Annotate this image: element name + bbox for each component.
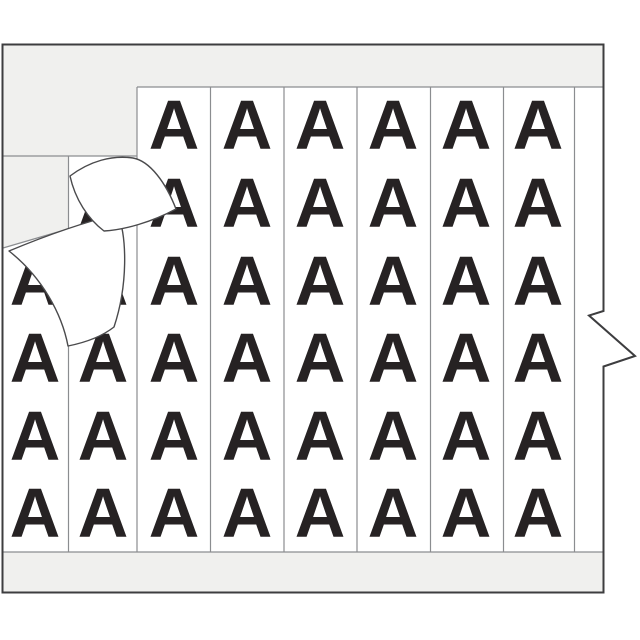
bottom-liner-band — [3, 552, 603, 592]
marker-letter: A — [295, 474, 346, 552]
marker-letter: A — [149, 319, 200, 397]
marker-letter: A — [149, 86, 200, 164]
marker-letter: A — [441, 86, 492, 164]
marker-letter: A — [513, 397, 564, 475]
peeling-label-lower — [8, 213, 126, 347]
marker-letter: A — [78, 474, 129, 552]
marker-letter: A — [149, 397, 200, 475]
marker-letter: A — [295, 242, 346, 320]
marker-letter: A — [295, 397, 346, 475]
marker-letter: A — [441, 397, 492, 475]
marker-letter: A — [368, 86, 419, 164]
marker-letter: A — [368, 397, 419, 475]
marker-letter: A — [222, 242, 273, 320]
marker-letter: A — [222, 164, 273, 242]
marker-letter: A — [10, 397, 61, 475]
marker-letter: A — [10, 319, 61, 397]
marker-letter: A — [513, 164, 564, 242]
marker-letter: A — [222, 397, 273, 475]
marker-letter: A — [78, 397, 129, 475]
marker-letter: A — [441, 319, 492, 397]
marker-letter: A — [368, 164, 419, 242]
marker-letter: A — [222, 474, 273, 552]
marker-letter: A — [441, 242, 492, 320]
marker-letter: A — [149, 474, 200, 552]
marker-letter: A — [513, 319, 564, 397]
marker-letter: A — [222, 319, 273, 397]
marker-letter: A — [368, 242, 419, 320]
marker-letter: A — [149, 242, 200, 320]
marker-letter: A — [513, 242, 564, 320]
marker-letter: A — [513, 86, 564, 164]
marker-letter: A — [10, 474, 61, 552]
marker-letter: A — [368, 474, 419, 552]
marker-letter: A — [222, 86, 273, 164]
marker-letter: A — [441, 474, 492, 552]
marker-letter: A — [295, 319, 346, 397]
marker-letter: A — [295, 164, 346, 242]
marker-letter: A — [295, 86, 346, 164]
peeling-label-upper — [69, 156, 177, 232]
marker-letter: A — [513, 474, 564, 552]
peeled-area-liner-lower — [3, 156, 68, 248]
card-outline — [1, 43, 637, 594]
peeled-area-liner-upper — [3, 45, 137, 156]
marker-letter: A — [368, 319, 419, 397]
marker-letter: A — [441, 164, 492, 242]
